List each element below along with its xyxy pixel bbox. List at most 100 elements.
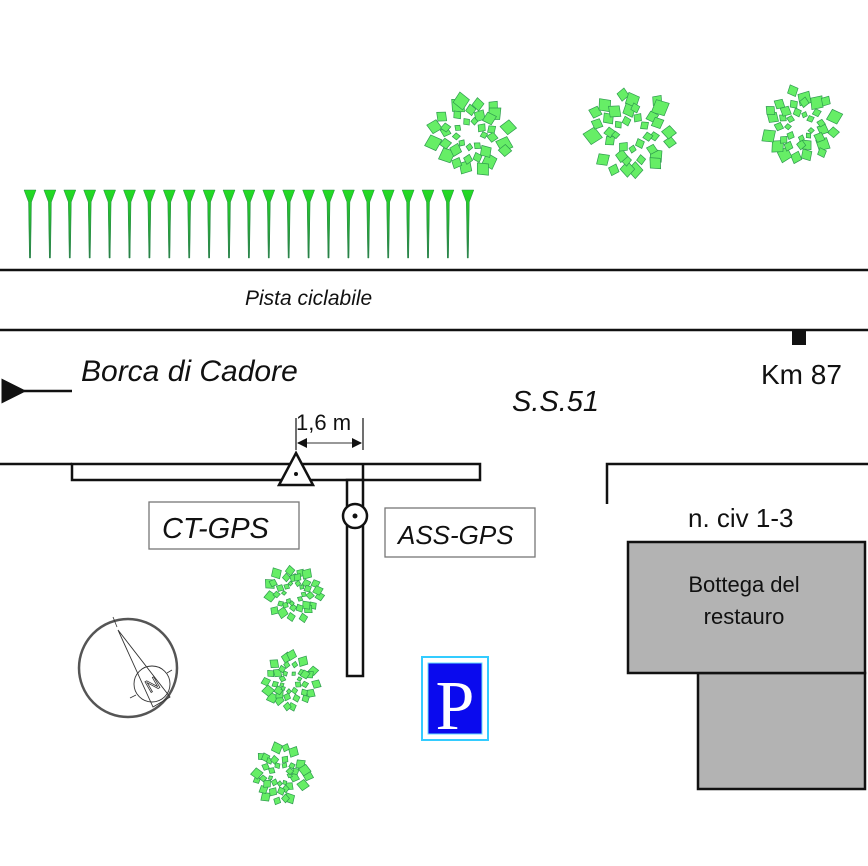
leaf — [454, 124, 462, 131]
leaf — [263, 779, 271, 788]
leaf — [261, 763, 271, 771]
building-annex — [696, 671, 867, 791]
leaf — [458, 139, 466, 147]
leaf — [286, 611, 296, 623]
leaf — [473, 142, 482, 149]
leaf — [826, 126, 840, 139]
leaf — [268, 578, 278, 588]
leaf — [619, 160, 636, 178]
cypress-icon — [322, 189, 335, 259]
leaf — [299, 669, 311, 680]
leaf — [479, 144, 492, 158]
building-label-line1: Bottega del — [688, 572, 799, 597]
leaf — [661, 125, 677, 140]
distance-label: 1,6 m — [296, 410, 351, 435]
leaf — [311, 679, 322, 689]
cypress-icon — [43, 189, 57, 259]
leaf — [608, 105, 622, 118]
leaf — [260, 677, 272, 687]
leaf — [268, 787, 278, 797]
leaf — [799, 96, 810, 109]
leaf — [281, 762, 288, 769]
cypress-icon — [461, 189, 475, 259]
leaf — [291, 671, 296, 676]
leaf — [797, 134, 805, 143]
leaf — [825, 108, 844, 125]
leaf — [303, 584, 312, 593]
leaf — [291, 767, 300, 776]
leaf — [645, 143, 659, 155]
leaf — [648, 131, 660, 142]
parking-letter: P — [436, 668, 475, 745]
leaf — [293, 573, 302, 582]
leaf — [280, 590, 288, 596]
cypress-icon — [342, 189, 355, 259]
leaf — [288, 746, 299, 758]
leaf — [291, 686, 299, 695]
leaf — [786, 115, 795, 124]
leaf — [438, 137, 453, 150]
leaf — [267, 775, 274, 781]
leaf — [452, 91, 470, 111]
leaf — [765, 106, 776, 115]
leaf — [271, 680, 279, 688]
leaf — [621, 115, 632, 127]
cypress-icon — [381, 189, 395, 259]
leaf — [472, 151, 483, 163]
leaf — [628, 144, 637, 154]
leaf — [282, 779, 288, 786]
cypress-icon — [262, 189, 276, 259]
ass-gps-label: ASS-GPS — [396, 520, 514, 550]
leaf — [817, 147, 827, 159]
leaf — [451, 157, 463, 170]
leaf — [283, 583, 291, 590]
tree-icon — [582, 87, 677, 180]
leaf — [465, 103, 477, 117]
leaf — [640, 121, 649, 130]
leaf — [773, 98, 786, 110]
leaf — [296, 779, 310, 792]
leaf — [268, 767, 276, 774]
leaf — [273, 796, 282, 806]
leaf — [296, 676, 303, 682]
leaf — [633, 113, 642, 123]
tree-icon — [250, 741, 315, 806]
leaf — [650, 116, 665, 129]
cypress-icon — [103, 189, 116, 259]
leaf — [453, 110, 462, 120]
tree-icon — [263, 564, 326, 624]
leaf — [285, 598, 292, 604]
leaf — [250, 767, 264, 780]
leaf — [598, 98, 612, 113]
leaf — [608, 163, 620, 177]
leaf — [582, 126, 603, 145]
leaf — [275, 584, 285, 592]
leaf — [295, 603, 304, 613]
cypress-icon — [143, 189, 156, 259]
leaf — [807, 127, 815, 134]
leaf — [283, 660, 291, 669]
leaf — [301, 694, 310, 704]
leaf — [470, 116, 479, 126]
leaf — [270, 606, 279, 616]
leaf — [279, 682, 285, 688]
triangle-benchmark-icon — [276, 450, 316, 487]
leaf — [282, 670, 288, 677]
leaf — [440, 122, 452, 133]
cypress-icon — [63, 189, 77, 259]
leaf — [649, 157, 662, 170]
leaf — [787, 84, 799, 98]
ct-gps-label: CT-GPS — [162, 513, 270, 545]
leaf — [272, 590, 281, 599]
leaf — [294, 579, 302, 588]
leaf — [424, 134, 443, 152]
leaf — [269, 659, 280, 668]
cypress-icon — [123, 189, 136, 259]
leaf — [616, 87, 630, 102]
leaf — [497, 143, 513, 158]
cypress-icon — [202, 189, 216, 259]
leaf — [611, 130, 621, 140]
leaf — [285, 688, 292, 695]
leaf — [297, 763, 312, 777]
leaf — [810, 95, 824, 111]
